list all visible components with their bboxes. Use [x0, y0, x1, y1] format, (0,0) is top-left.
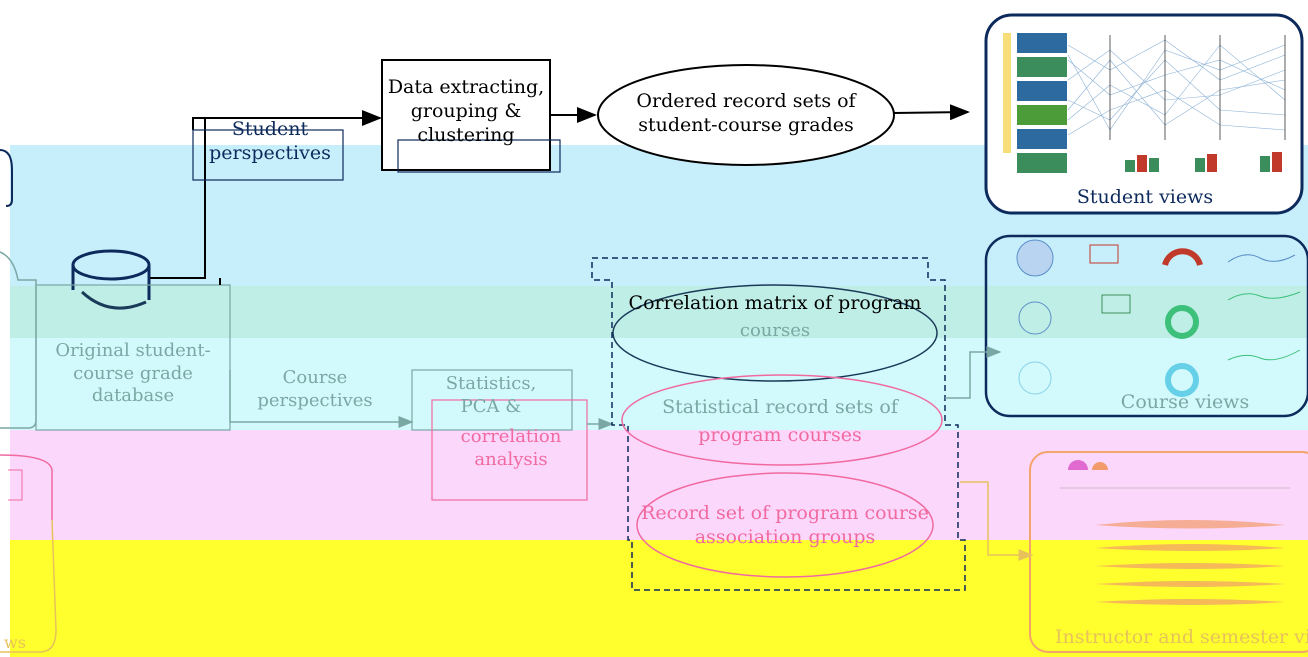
correlation-analysis-label: correlation analysis [460, 426, 562, 470]
left-fragment-bottom-label: ws [4, 633, 26, 652]
student-heatmap-thumbnail [1003, 33, 1286, 173]
band-semester [10, 540, 1308, 657]
instructor-views-thumbnail [1060, 460, 1290, 605]
course-views-panel [984, 234, 1308, 418]
association-groups-label: Record set of program course association… [641, 502, 929, 548]
dashed-container [591, 257, 966, 591]
database-icon [71, 249, 151, 310]
course-views-thumbnail [1016, 239, 1301, 397]
correlation-matrix-label-1: Correlation matrix of program [628, 292, 922, 314]
course-views-label: Course views [1120, 391, 1250, 413]
left-panel-fragment-mid [0, 251, 37, 429]
student-views-label: Student views [1076, 186, 1214, 208]
data-extracting-label: Data extracting, grouping & clustering [387, 76, 545, 146]
instructor-views-label: Instructor and semester vi [1055, 626, 1308, 648]
instructor-views-panel [1029, 451, 1308, 653]
statistical-record-sets-label-2: program courses [698, 424, 862, 446]
ordered-record-sets-label: Ordered record sets of student-course gr… [636, 90, 856, 136]
statistical-record-sets-ellipse [621, 374, 943, 466]
left-panel-fragment-top [0, 149, 13, 207]
course-perspectives-label: Course perspectives [257, 367, 373, 411]
statistics-pca-label: Statistics, PCA & [445, 373, 537, 417]
correlation-matrix-ellipse [612, 284, 938, 382]
correlation-matrix-label-2: courses [739, 320, 811, 341]
band-course [10, 338, 1308, 430]
band-course-upper [10, 286, 1308, 338]
statistics-box-lower [431, 399, 588, 501]
statistical-record-sets-label-1: Statistical record sets of [662, 396, 898, 418]
left-panel-fragment-yellow [0, 519, 57, 653]
student-perspectives-box [192, 129, 344, 181]
database-label: Original student- course grade database [55, 340, 211, 406]
student-perspectives-label: Student perspectives [209, 118, 331, 164]
ordered-record-sets-ellipse [597, 64, 895, 166]
left-panel-fragment-pink [0, 454, 53, 520]
data-extracting-box [381, 59, 551, 171]
association-groups-ellipse [636, 472, 934, 578]
